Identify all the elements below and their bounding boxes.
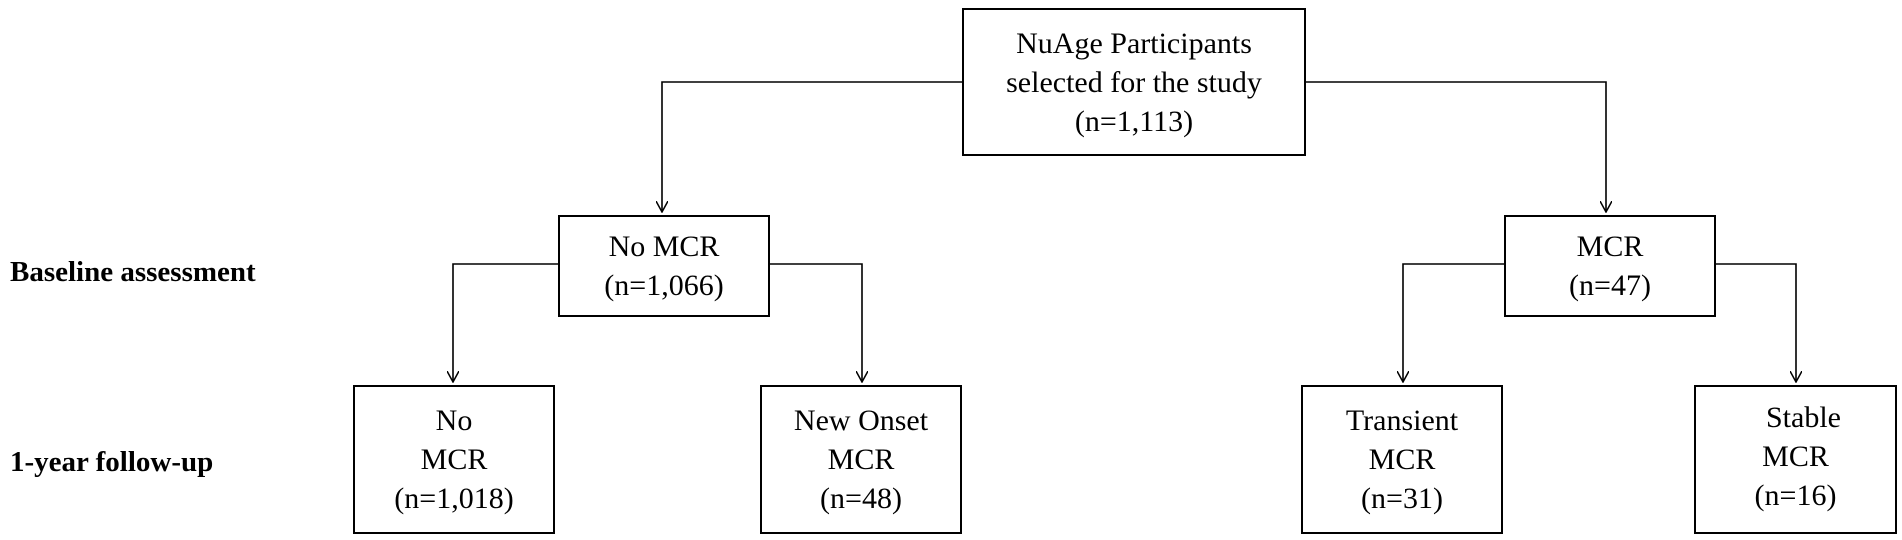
box-root-count: (n=1,113) — [1074, 104, 1194, 138]
box-new-onset-line2: MCR — [827, 443, 895, 476]
box-stable-line1: Stable — [1766, 401, 1841, 434]
box-transient-count: (n=31) — [1361, 482, 1443, 515]
box-no-mcr-followup: No MCR (n=1,018) — [353, 385, 555, 534]
box-new-onset-line1: New Onset — [793, 404, 929, 437]
box-no-mcr-followup-line2: MCR — [420, 443, 488, 476]
row-label-1-year-follow-up: 1-year follow-up — [10, 446, 214, 478]
box-no-mcr-baseline: No MCR (n=1,066) — [558, 215, 770, 317]
box-new-onset-mcr: New Onset MCR (n=48) — [760, 385, 962, 534]
connector-root-to-no-mcr — [662, 81, 962, 212]
connector-no-mcr-to-new-onset — [770, 263, 862, 382]
box-root-line2: selected for the study — [1006, 65, 1262, 99]
box-new-onset-count: (n=48) — [820, 482, 902, 515]
connector-mcr-to-transient — [1403, 263, 1504, 382]
connector-root-to-mcr — [1306, 81, 1606, 212]
box-transient-line2: MCR — [1368, 443, 1436, 476]
box-stable-count: (n=16) — [1754, 479, 1837, 512]
connector-no-mcr-to-no-mcr-followup — [453, 263, 558, 382]
box-mcr-baseline: MCR (n=47) — [1504, 215, 1716, 317]
connector-mcr-to-stable — [1716, 263, 1796, 382]
box-no-mcr-baseline-label: No MCR — [608, 230, 720, 263]
row-label-baseline-assessment: Baseline assessment — [10, 256, 256, 288]
box-transient-mcr: Transient MCR (n=31) — [1301, 385, 1503, 534]
box-mcr-baseline-label: MCR — [1576, 230, 1644, 263]
box-no-mcr-followup-count: (n=1,018) — [394, 482, 514, 515]
box-nuage-participants: NuAge Participants selected for the stud… — [962, 8, 1306, 156]
box-root-line1: NuAge Participants — [1016, 26, 1252, 60]
box-stable-mcr: Stable MCR (n=16) — [1694, 385, 1897, 534]
box-mcr-baseline-count: (n=47) — [1569, 269, 1651, 302]
box-no-mcr-baseline-count: (n=1,066) — [604, 269, 724, 302]
box-stable-line2: MCR — [1762, 440, 1829, 473]
box-transient-line1: Transient — [1345, 404, 1459, 437]
box-no-mcr-followup-line1: No — [435, 404, 473, 437]
